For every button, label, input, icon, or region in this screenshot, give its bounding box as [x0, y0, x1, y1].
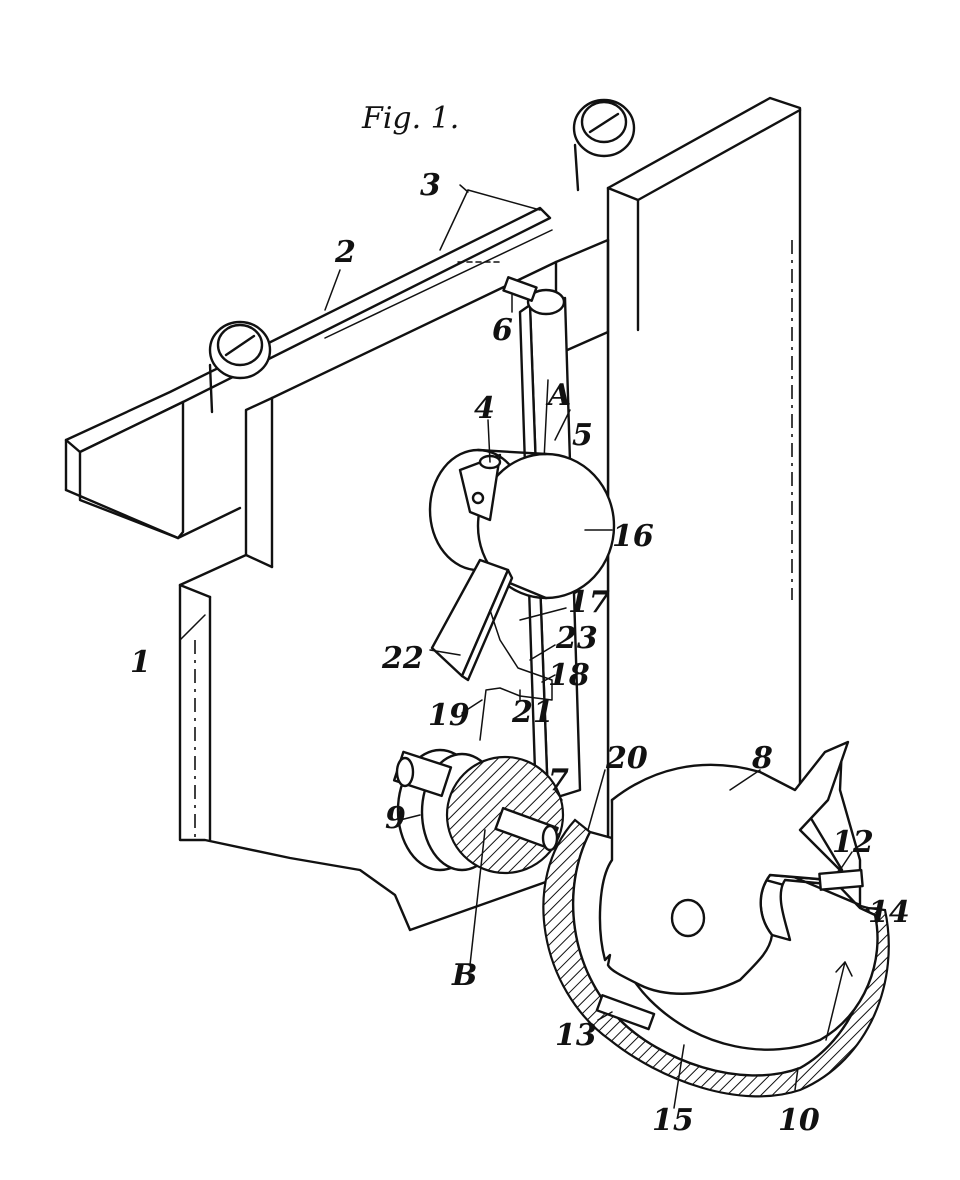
figure-title: Fig. 1.: [361, 101, 459, 136]
screw-head-left: [208, 320, 272, 414]
label-7: 7: [548, 763, 569, 798]
label-12: 12: [832, 825, 874, 860]
label-1: 1: [130, 645, 151, 680]
label-23: 23: [555, 621, 598, 656]
label-A: A: [545, 378, 571, 413]
star-disc-8: [595, 740, 879, 1051]
label-6: 6: [492, 313, 513, 348]
label-16: 16: [612, 519, 654, 554]
label-2: 2: [334, 235, 356, 270]
label-20: 20: [605, 741, 648, 776]
label-10: 10: [778, 1103, 820, 1138]
label-17: 17: [568, 585, 610, 620]
label-5: 5: [572, 418, 593, 453]
label-13: 13: [555, 1018, 597, 1053]
label-18: 18: [548, 658, 590, 693]
wheel-16: [428, 448, 616, 600]
screw-head-right: [572, 98, 636, 192]
spool-7: [392, 748, 565, 875]
label-3: 3: [420, 168, 441, 203]
label-8: 8: [751, 741, 773, 776]
label-4: 4: [474, 391, 495, 426]
label-15: 15: [652, 1103, 694, 1138]
leader-lines: [179, 184, 881, 1109]
pawl-22: [430, 558, 553, 741]
label-9: 9: [385, 801, 406, 836]
label-19: 19: [428, 698, 470, 733]
label-14: 14: [868, 895, 910, 930]
label-22: 22: [381, 641, 424, 676]
reference-labels: 1 2 3 4 5 6 7 8 9 10 12 13 14 15 16 17 1…: [130, 168, 910, 1138]
label-21: 21: [511, 695, 554, 730]
label-B: B: [451, 958, 477, 993]
